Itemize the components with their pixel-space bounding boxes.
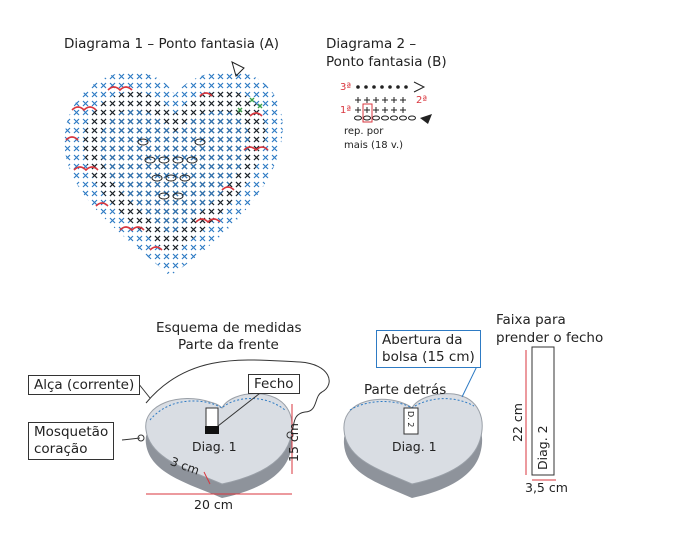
strap-label: Alça (corrente) xyxy=(28,375,141,395)
crochet-heart-chart xyxy=(64,61,283,277)
repeat-note-line1: rep. por xyxy=(344,126,384,137)
opening-label-line1: Abertura da xyxy=(382,332,463,348)
clasp-label-line1: Mosquetão xyxy=(34,424,109,440)
crochet-rows-chart xyxy=(354,81,432,124)
opening-label: Abertura da bolsa (15 cm) xyxy=(376,330,481,368)
zipper-label: Fecho xyxy=(248,374,300,394)
front-title-line1: Esquema de medidas xyxy=(156,320,302,336)
diagram2-title-line1: Diagrama 2 – xyxy=(326,36,417,52)
row-2-label: 2ª xyxy=(416,95,428,106)
front-dimension-lines xyxy=(146,404,293,495)
clasp-label-line2: coração xyxy=(34,441,88,457)
diagram1-title: Diagrama 1 – Ponto fantasia (A) xyxy=(64,36,280,52)
back-d2-label: D. 2 xyxy=(406,411,415,428)
back-heart-label: Diag. 1 xyxy=(392,439,437,454)
strip-width-dimension: 3,5 cm xyxy=(525,480,568,495)
front-title-line2: Parte da frente xyxy=(178,337,279,353)
row-1-label: 1ª xyxy=(340,105,352,116)
zipper-strip-shape xyxy=(525,346,556,481)
opening-label-line2: bolsa (15 cm) xyxy=(382,349,475,365)
row-3-label: 3ª xyxy=(340,82,352,93)
front-heart-label: Diag. 1 xyxy=(192,439,237,454)
front-width-dimension: 20 cm xyxy=(194,497,233,512)
front-bag-shape xyxy=(137,393,294,498)
diagram2-title-line2: Ponto fantasia (B) xyxy=(326,54,447,70)
back-title: Parte detrás xyxy=(364,382,447,398)
strip-title-line1: Faixa para xyxy=(496,312,566,328)
repeat-note-line2: mais (18 v.) xyxy=(344,140,404,151)
strip-title-line2: prender o fecho xyxy=(496,330,604,346)
strip-label: Diag. 2 xyxy=(535,425,550,470)
back-bag-shape xyxy=(343,359,483,498)
strap-chain-outline xyxy=(145,359,330,433)
clasp-label: Mosquetão coração xyxy=(28,422,115,460)
front-height-dimension: 15 cm xyxy=(286,423,301,462)
strip-length-dimension: 22 cm xyxy=(510,403,525,442)
